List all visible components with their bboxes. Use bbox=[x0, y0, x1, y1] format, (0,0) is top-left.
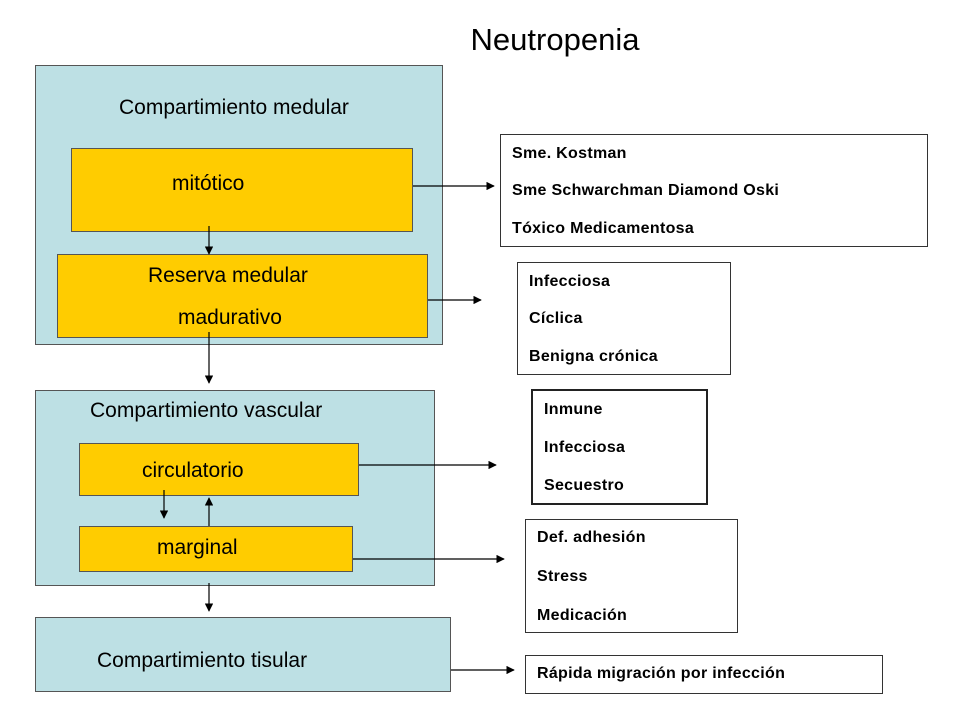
vascular-compartment-label: Compartimiento vascular bbox=[90, 399, 323, 422]
cause-item: Benigna crónica bbox=[529, 348, 658, 365]
reserva-medular-box bbox=[57, 254, 428, 338]
marginal-causes-box: Def. adhesión Stress Medicación bbox=[525, 519, 738, 633]
page-title: Neutropenia bbox=[470, 22, 640, 57]
mitotico-box bbox=[71, 148, 413, 232]
cause-item: Sme. Kostman bbox=[512, 145, 627, 162]
mitotico-causes-box: Sme. Kostman Sme Schwarchman Diamond Osk… bbox=[500, 134, 928, 247]
cause-item: Tóxico Medicamentosa bbox=[512, 220, 695, 237]
circulatorio-box bbox=[79, 443, 359, 496]
cause-item: Infecciosa bbox=[529, 273, 611, 290]
madurativo-causes-box: Infecciosa Cíclica Benigna crónica bbox=[517, 262, 731, 375]
circulatorio-causes-box: Inmune Infecciosa Secuestro bbox=[531, 389, 708, 505]
cause-item: Cíclica bbox=[529, 310, 583, 327]
tisular-compartment bbox=[35, 617, 451, 692]
circulatorio-label: circulatorio bbox=[142, 459, 244, 482]
mitotico-label: mitótico bbox=[172, 172, 245, 195]
cause-item: Medicación bbox=[537, 607, 628, 624]
cause-item: Secuestro bbox=[544, 477, 625, 494]
tisular-causes-box: Rápida migración por infección bbox=[525, 655, 883, 694]
cause-item: Sme Schwarchman Diamond Oski bbox=[512, 182, 780, 199]
medular-compartment-label: Compartimiento medular bbox=[119, 96, 349, 119]
cause-item: Infecciosa bbox=[544, 439, 626, 456]
marginal-box bbox=[79, 526, 353, 572]
reserva-medular-label: Reserva medular bbox=[148, 264, 308, 287]
madurativo-label: madurativo bbox=[178, 306, 282, 329]
tisular-compartment-label: Compartimiento tisular bbox=[97, 649, 308, 672]
cause-item: Inmune bbox=[544, 401, 603, 418]
cause-item: Stress bbox=[537, 568, 588, 585]
marginal-label: marginal bbox=[157, 536, 238, 559]
cause-item: Def. adhesión bbox=[537, 529, 646, 546]
cause-item: Rápida migración por infección bbox=[537, 665, 786, 682]
